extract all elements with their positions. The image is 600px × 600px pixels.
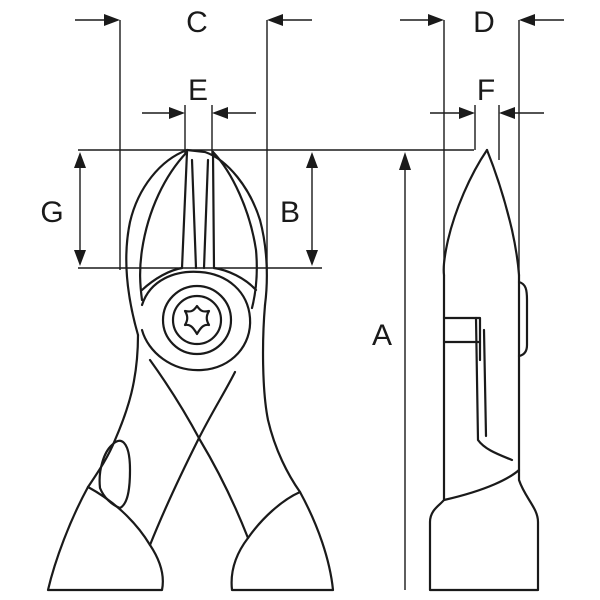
side-view (428, 148, 540, 592)
label-g: G (40, 196, 63, 229)
dim-f-arrowhead-right (499, 107, 515, 119)
dim-e-arrowhead-right (212, 107, 228, 119)
side-jaw-back (485, 148, 521, 277)
right-handle-grip (230, 490, 335, 592)
dim-b-arrowhead-top (306, 152, 318, 168)
dim-a-arrowhead-top (399, 152, 411, 170)
dim-b-arrowhead-bottom (306, 250, 318, 266)
pivot-screw-head (171, 294, 223, 346)
label-c: C (186, 6, 208, 39)
front-view (46, 148, 335, 592)
dim-g-arrowhead-top (74, 152, 86, 168)
left-handle-arm (86, 333, 140, 489)
right-jaw-inner-edge (202, 158, 210, 270)
side-pivot-plate (517, 280, 529, 358)
left-jaw-edge (180, 150, 189, 270)
label-f: F (477, 74, 495, 107)
pivot-washer (161, 284, 233, 356)
right-handle-arm (261, 303, 302, 494)
dim-f-arrowhead-left (459, 107, 475, 119)
label-b: B (280, 196, 300, 229)
left-handle-grip (46, 485, 164, 592)
side-handle-line-2 (482, 328, 488, 438)
torx-screw-icon (183, 304, 211, 336)
left-handle-cutout (98, 439, 132, 510)
left-jaw (139, 150, 189, 302)
left-handle-arm-inner (148, 370, 237, 547)
left-jaw-inner-edge (190, 158, 198, 270)
side-handle-line-1 (474, 316, 514, 462)
dim-e-arrowhead-left (169, 107, 185, 119)
pivot-boss (140, 270, 252, 372)
label-e: E (188, 74, 208, 107)
right-handle-arm-inner (148, 358, 250, 540)
right-jaw-edge (211, 150, 216, 270)
dim-d-arrowhead-right (519, 14, 535, 26)
dim-d-arrowhead-left (428, 14, 444, 26)
dimension-lines (74, 14, 564, 590)
dim-g-arrowhead-bottom (74, 250, 86, 266)
side-grip (428, 468, 540, 592)
label-d: D (473, 6, 495, 39)
label-a: A (372, 319, 392, 352)
dimension-labels: C D E F G B A (40, 6, 495, 352)
dim-c-arrowhead-right (267, 14, 283, 26)
side-jaw-profile (442, 148, 489, 277)
dim-c-arrowhead-left (104, 14, 120, 26)
side-pivot-block (442, 316, 482, 344)
